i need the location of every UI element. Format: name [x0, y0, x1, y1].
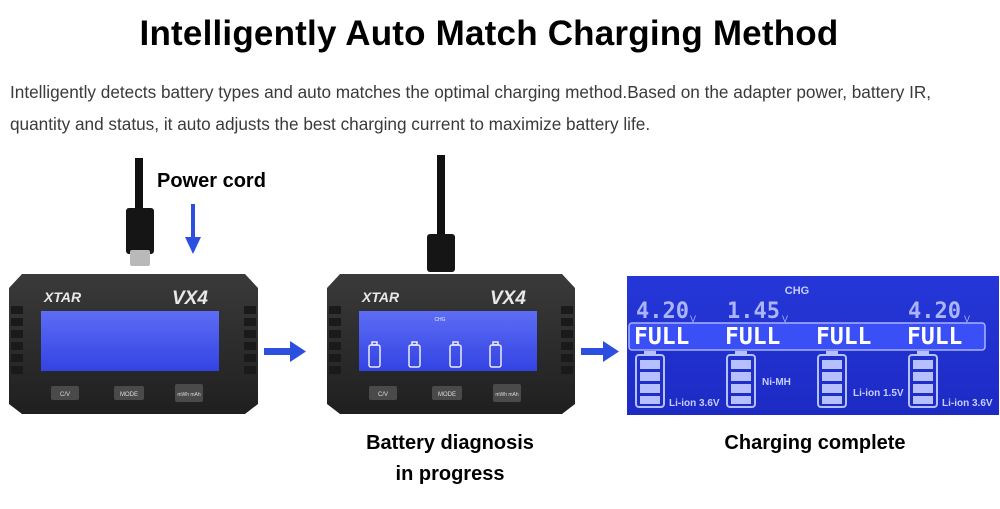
power-cable — [437, 155, 445, 237]
slot-2-unit: V — [782, 314, 788, 324]
cv-button[interactable] — [51, 386, 79, 400]
chg-indicator: CHG — [785, 285, 809, 297]
model-name: VX4 — [172, 288, 208, 309]
slot-1-unit: V — [690, 314, 696, 324]
right-arrow-icon — [264, 341, 306, 362]
slot-4-voltage: 4.20 — [908, 299, 961, 324]
lcd-screen — [359, 311, 537, 371]
model-name: VX4 — [490, 288, 526, 309]
unit-button-label: mWh mAh — [177, 392, 201, 398]
slot-1-status: FULL — [634, 324, 689, 350]
brand-logo: XTAR — [43, 289, 82, 305]
slot-2-status: FULL — [725, 324, 780, 350]
slot-2-voltage: 1.45 — [727, 299, 780, 324]
slot-1-type: Li-ion 3.6V — [669, 398, 720, 409]
battery-full-icon — [817, 351, 847, 408]
charger-2: XTAR VX4 CHG C/V MODE mWh mAh — [327, 155, 575, 414]
diagnosis-label-line2: in progress — [395, 463, 505, 485]
slot-3-type: Li-ion 1.5V — [853, 388, 904, 399]
slot-3-status: FULL — [816, 324, 871, 350]
page-title: Intelligently Auto Match Charging Method — [139, 14, 839, 53]
charger-1: XTAR VX4 C/V MODE mWh mAh — [9, 158, 258, 414]
slot-2-type: Ni-MH — [762, 377, 791, 388]
slot-4-type: Li-ion 3.6V — [942, 398, 993, 409]
side-ridges — [329, 306, 573, 374]
status-band — [628, 322, 986, 351]
description-text: Intelligently detects battery types and … — [10, 82, 932, 134]
cv-button-label: C/V — [60, 392, 70, 398]
usb-plug — [427, 234, 455, 272]
unit-button[interactable] — [493, 384, 521, 402]
mode-button[interactable] — [114, 386, 144, 400]
side-ridges — [11, 306, 256, 374]
power-cord-label: Power cord — [157, 170, 266, 192]
cv-button[interactable] — [369, 386, 397, 400]
diagnosis-label-line1: Battery diagnosis — [366, 432, 534, 454]
slot-4-unit: V — [964, 314, 970, 324]
cv-button-label: C/V — [378, 392, 388, 398]
mode-button-label: MODE — [120, 392, 138, 398]
lcd-screen — [41, 311, 219, 371]
lcd-display-panel: CHG 4.20 V 1.45 V 4.20 V FULL FULL FULL … — [627, 276, 999, 415]
down-arrow-icon — [185, 204, 201, 254]
mode-button[interactable] — [432, 386, 462, 400]
battery-full-icon — [635, 351, 665, 408]
right-arrow-icon — [581, 341, 619, 362]
chg-indicator: CHG — [434, 317, 445, 323]
slot-1-voltage: 4.20 — [636, 299, 689, 324]
slot-4-status: FULL — [907, 324, 962, 350]
brand-logo: XTAR — [361, 289, 400, 305]
usb-plug — [126, 208, 154, 254]
power-cable — [135, 158, 143, 212]
battery-full-icon — [726, 351, 756, 408]
unit-button-label: mWh mAh — [495, 392, 519, 398]
battery-outline-icons — [368, 341, 502, 368]
battery-full-icon — [908, 351, 938, 408]
unit-button[interactable] — [175, 384, 203, 402]
complete-label: Charging complete — [724, 432, 906, 454]
mode-button-label: MODE — [438, 392, 456, 398]
usb-connector — [130, 250, 150, 266]
